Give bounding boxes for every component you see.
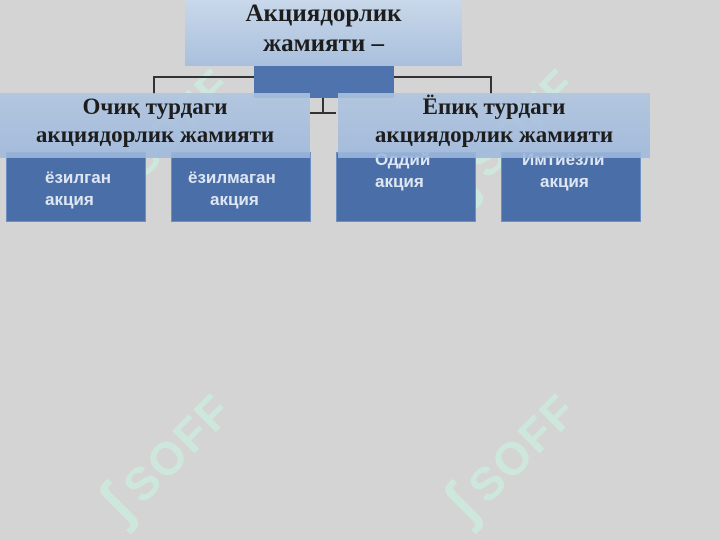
leaf-label-line2: акция [210, 190, 259, 209]
connector-line [322, 96, 324, 114]
leaf-label-line2: акция [375, 172, 424, 191]
connector-line [490, 76, 492, 94]
branch-label-line2: акциядорлик жамияти [374, 122, 614, 147]
root-node: Акциядорлик жамияти – [185, 0, 462, 66]
root-label-line2: жамияти – [262, 30, 385, 57]
leaf-node: Оддий акция [336, 150, 476, 222]
leaf-label-line1: ёзилмаган [188, 168, 276, 187]
leaf-label-line1: ёзилган [45, 168, 111, 187]
branch-label-line1: Ёпиқ турдаги [422, 94, 566, 119]
connector-line [153, 76, 155, 94]
root-label-line1: Акциядорлик [245, 0, 402, 27]
branch-node-open: Очиқ турдаги акциядорлик жамияти [0, 93, 310, 158]
leaf-label-line2: акция [45, 190, 94, 209]
watermark: ʃSOFF [429, 383, 587, 535]
root-node-base [254, 66, 394, 98]
leaf-node: ёзилмаган акция [171, 152, 311, 222]
leaf-label-line2: акция [540, 172, 589, 191]
branch-label-line1: Очиқ турдаги [82, 94, 228, 119]
watermark: ʃSOFF [84, 383, 242, 535]
connector-line [310, 112, 336, 114]
leaf-node: ёзилган акция [6, 152, 146, 222]
branch-node-closed: Ёпиқ турдаги акциядорлик жамияти [338, 93, 650, 158]
branch-label-line2: акциядорлик жамияти [35, 122, 275, 147]
leaf-node: Имтиёзли акция [501, 150, 641, 222]
